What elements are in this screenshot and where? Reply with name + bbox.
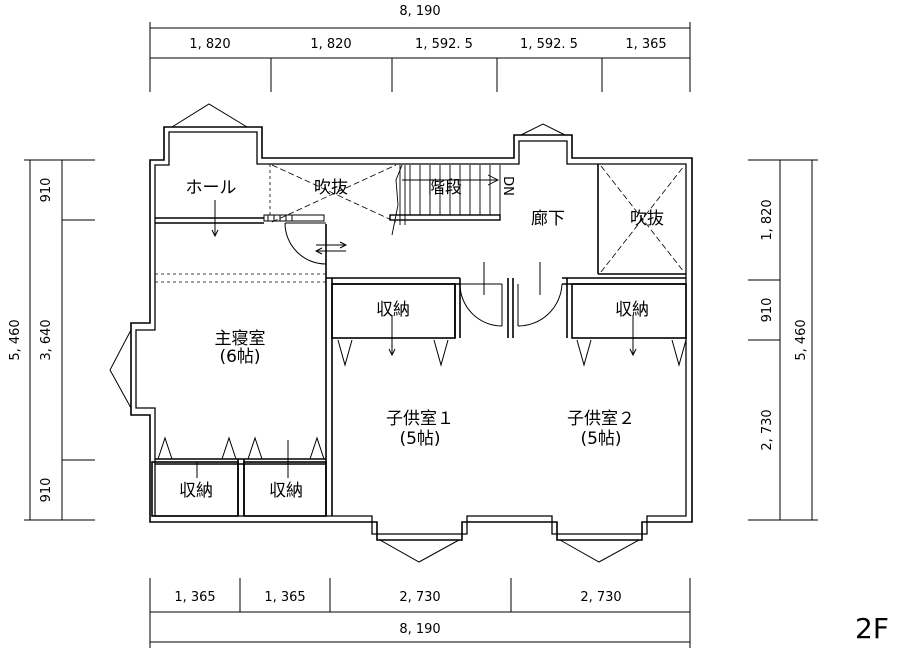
dim-top-total: 8, 190 (399, 4, 440, 19)
void-right-cross (600, 165, 685, 273)
dim-right-3: 2, 730 (760, 409, 775, 450)
exterior-walls (130, 126, 693, 541)
room-label-storage-child2: 収納 (615, 300, 649, 320)
room-label-hall: ホール (186, 178, 237, 198)
dim-left-total: 5, 460 (8, 319, 23, 360)
left-dimensions (24, 159, 95, 521)
dim-left-1: 910 (39, 178, 54, 203)
dim-bottom-1: 1, 365 (174, 590, 215, 605)
dim-bottom-total: 8, 190 (399, 622, 440, 637)
door-swings (284, 222, 563, 327)
room-label-master-size: (6帖) (219, 347, 260, 367)
dim-bottom-3: 2, 730 (399, 590, 440, 605)
room-label-corridor: 廊下 (531, 209, 565, 229)
arrows (196, 200, 637, 478)
room-label-child2: 子供室２ (567, 409, 635, 429)
room-label-child1-size: (5帖) (399, 429, 440, 449)
interior-walls (151, 164, 687, 517)
stairs-dn-label: DN (500, 176, 515, 196)
dim-bottom-4: 2, 730 (580, 590, 621, 605)
dim-top-2: 1, 820 (310, 37, 351, 52)
floor-label: 2F (855, 612, 889, 645)
dim-top-4: 1, 592. 5 (520, 37, 578, 52)
room-label-void-right: 吹抜 (630, 209, 664, 229)
room-label-storage-child1: 収納 (376, 300, 410, 320)
room-label-storage-master-1: 収納 (179, 481, 213, 501)
hall-railing (263, 214, 325, 222)
room-label-storage-master-2: 収納 (269, 481, 303, 501)
void-left-cross (271, 164, 397, 223)
dim-top-5: 1, 365 (625, 37, 666, 52)
room-label-stairs: 階段 (428, 178, 462, 198)
bottom-dimensions (149, 578, 691, 648)
right-dimensions (748, 159, 818, 521)
top-dimensions (149, 22, 691, 92)
dim-top-3: 1, 592. 5 (415, 37, 473, 52)
bay-windows (109, 103, 640, 563)
room-label-child2-size: (5帖) (580, 429, 621, 449)
room-label-master: 主寝室 (215, 328, 266, 349)
room-label-void-left: 吹抜 (314, 178, 348, 198)
dim-bottom-2: 1, 365 (264, 590, 305, 605)
dashed-lines (155, 164, 326, 283)
dim-left-2: 3, 640 (39, 319, 54, 360)
dim-left-3: 910 (39, 478, 54, 503)
dim-top-1: 1, 820 (189, 37, 230, 52)
dim-right-2: 910 (760, 298, 775, 323)
dim-right-total: 5, 460 (794, 319, 809, 360)
staircase (389, 164, 501, 236)
dim-right-1: 1, 820 (760, 199, 775, 240)
room-label-child1: 子供室１ (386, 409, 454, 429)
closet-doors (157, 339, 687, 460)
